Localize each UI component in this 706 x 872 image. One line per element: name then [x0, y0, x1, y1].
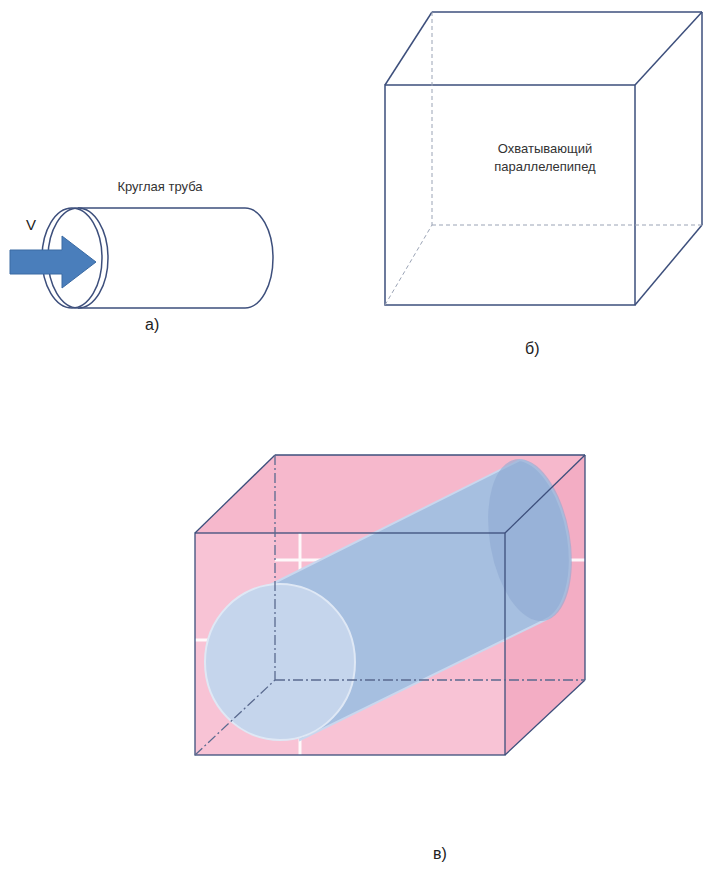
flow-arrow [10, 236, 96, 288]
combined-view [195, 452, 585, 755]
enclosing-parallelepiped: Охватывающий параллелепипед [385, 85, 635, 305]
subfigure-letter: а) [145, 316, 159, 334]
node-text: Круглая труба [40, 178, 280, 196]
node-text: Охватывающий параллелепипед [465, 140, 625, 175]
velocity-symbol: V [26, 216, 36, 233]
subfigure-letter: в) [433, 845, 447, 863]
pipe-shape: Круглая труба [40, 178, 280, 312]
subfigure-letter: б) [525, 340, 540, 358]
parallelepiped-outline [385, 12, 702, 305]
